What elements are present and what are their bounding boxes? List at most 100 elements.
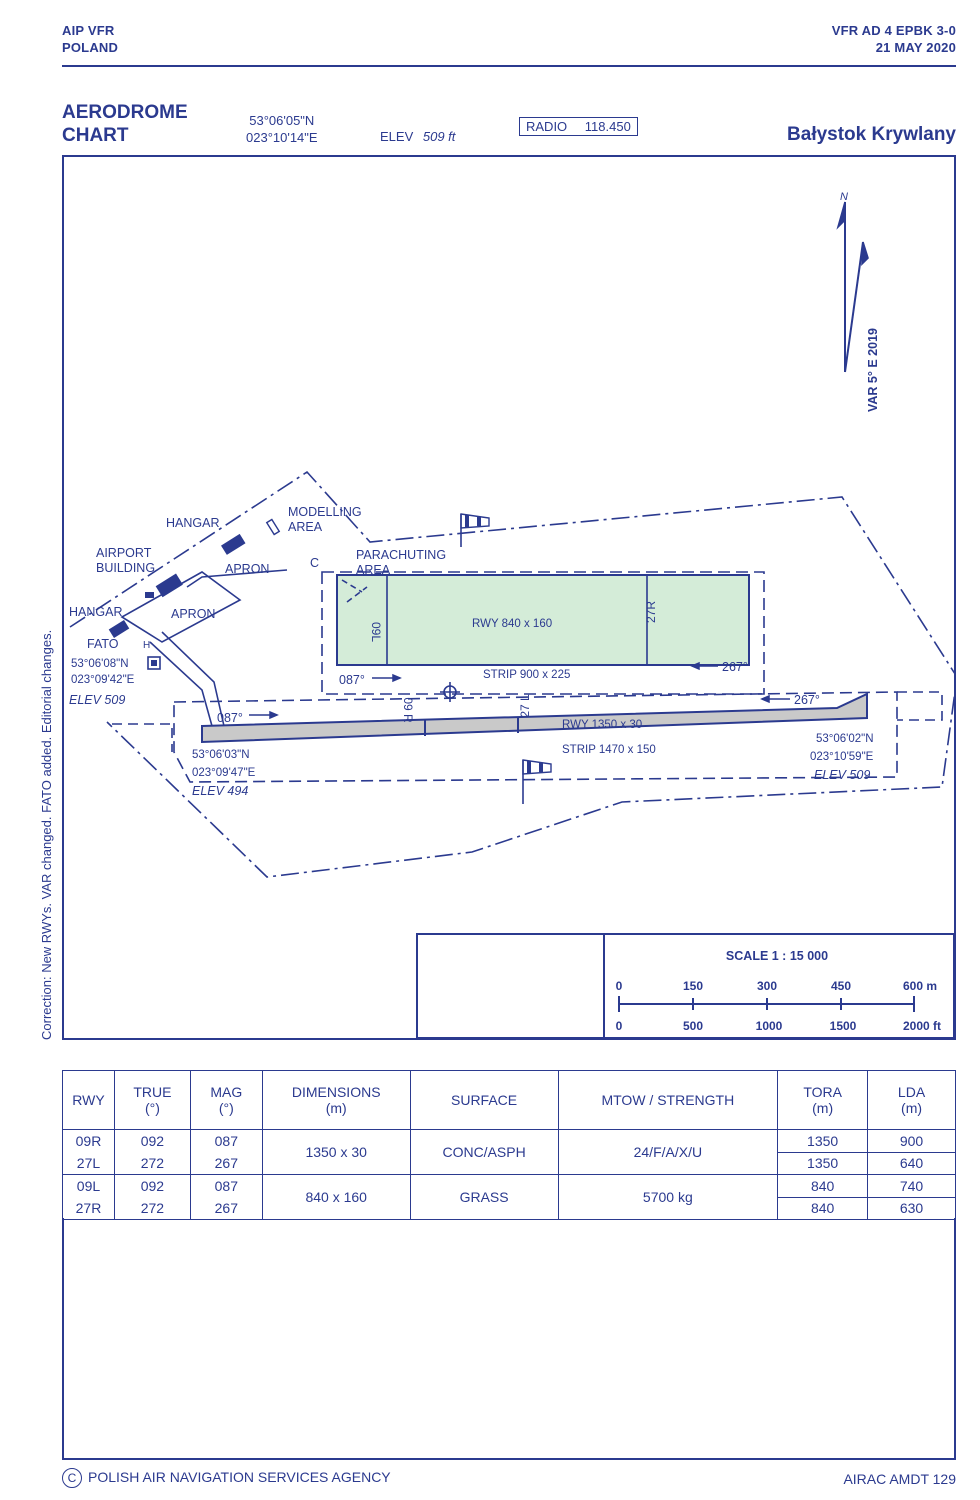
label-west-lon: 023°09'47"E	[192, 767, 256, 779]
cell-surface: GRASS	[409, 1174, 559, 1220]
arp-lon: 023°10'14"E	[246, 130, 318, 145]
label-modelling-1: MODELLING	[288, 505, 362, 519]
scale-ft-500: 500	[683, 1019, 703, 1033]
cell-tora: 1350	[777, 1129, 869, 1153]
label-c-mark: C	[310, 556, 319, 570]
chart-title-line2: CHART	[62, 125, 129, 146]
true-north-head	[836, 201, 846, 230]
label-apron-west: APRON	[171, 607, 215, 621]
header-date: 21 MAY 2020	[875, 40, 956, 55]
scale-title: SCALE 1 : 15 000	[726, 949, 828, 963]
apron-north-edge	[186, 569, 288, 588]
grass-runway-marks	[341, 579, 368, 603]
fato-center	[151, 660, 157, 666]
windsock-north	[460, 513, 490, 547]
mag-north-head	[861, 241, 869, 267]
label-variation: VAR 5° E 2019	[866, 328, 880, 412]
label-hdg-087-grass: 087°	[339, 673, 365, 687]
label-rwy-27r: 27R	[644, 601, 658, 623]
paved-strip	[173, 691, 898, 783]
radio-box: RADIO 118.450	[519, 117, 638, 136]
table-row: 1350 640	[63, 1151, 956, 1175]
chart-title-line1: AERODROME	[62, 102, 188, 123]
scale-ft-labels: 0 500 1000 1500 2000 ft	[616, 1019, 941, 1033]
label-rwy-27l: 27 L	[518, 694, 532, 718]
th-mtow: MTOW / STRENGTH	[557, 1070, 779, 1130]
scale-ft-2000: 2000 ft	[903, 1019, 941, 1033]
label-apron-north: APRON	[225, 562, 269, 576]
cell-surface: CONC/ASPH	[409, 1129, 559, 1175]
modelling-structure	[265, 518, 281, 536]
heading-arrows	[249, 661, 790, 720]
scale-m-300: 300	[757, 979, 777, 993]
elev-value: 509 ft	[422, 129, 456, 144]
elev-label: ELEV	[380, 129, 414, 144]
scale-ft-1500: 1500	[830, 1019, 857, 1033]
paved-runway	[201, 692, 868, 744]
label-hangar-west: HANGAR	[69, 605, 122, 619]
windsock-south	[522, 759, 552, 804]
chart-title: AERODROME CHART	[62, 101, 188, 147]
agency-name: POLISH AIR NAVIGATION SERVICES AGENCY	[88, 1469, 391, 1485]
scale-ft-1000: 1000	[756, 1019, 783, 1033]
label-paved-rwy: RWY 1350 x 30	[562, 719, 642, 731]
cell-tora: 840	[777, 1196, 869, 1220]
label-east-lon: 023°10'59"E	[810, 751, 874, 763]
cell-mtow: 24/F/A/X/U	[557, 1129, 779, 1175]
label-fato-lat: 53°06'08"N	[71, 658, 129, 670]
mag-north-line	[844, 241, 864, 373]
label-parachuting-1: PARACHUTING	[356, 548, 446, 562]
scale-m-0: 0	[616, 979, 623, 993]
correction-note: Correction: New RWYs. VAR changed. FATO …	[39, 629, 54, 1040]
cell-tora: 1350	[777, 1151, 869, 1175]
label-east-elev: ELEV 509	[814, 768, 870, 782]
radio-label: RADIO	[526, 119, 568, 134]
airport-building-annex	[145, 592, 154, 598]
cell-mtow: 5700 kg	[557, 1174, 779, 1220]
header-rule	[62, 65, 956, 67]
runway-table: RWY TRUE(°) MAG(°) DIMENSIONS(m) SURFACE…	[62, 1070, 956, 1220]
scale-bar	[618, 996, 915, 1012]
label-rwy-09l: 09L	[369, 622, 383, 642]
th-rwy: RWY	[62, 1070, 115, 1130]
label-grass-rwy: RWY 840 x 160	[472, 618, 552, 630]
label-east-lat: 53°06'02"N	[816, 733, 874, 745]
th-lda: LDA(m)	[867, 1070, 956, 1130]
scale-m-150: 150	[683, 979, 703, 993]
label-parachuting-2: AREA	[356, 563, 391, 577]
th-dimensions: DIMENSIONS(m)	[261, 1070, 411, 1130]
taxiway-main	[149, 631, 225, 727]
runway-table-header: RWY TRUE(°) MAG(°) DIMENSIONS(m) SURFACE…	[62, 1070, 956, 1130]
taxiway-dashed-west	[112, 723, 173, 752]
label-north: N	[840, 191, 848, 203]
legend-blank-box	[416, 933, 605, 1038]
taxiway-dashed-east	[897, 691, 943, 721]
label-hdg-087-paved: 087°	[217, 711, 243, 725]
scale-box	[603, 933, 954, 1038]
arp-lat: 53°06'05"N	[249, 113, 315, 128]
cell-dimensions: 840 x 160	[261, 1174, 411, 1220]
header-left: AIP VFR POLAND	[62, 22, 118, 56]
cell-tora: 840	[777, 1174, 869, 1198]
label-strip-paved: STRIP 1470 x 150	[562, 744, 656, 756]
arp-coords: 53°06'05"N 023°10'14"E	[246, 112, 318, 146]
th-tora: TORA(m)	[777, 1070, 869, 1130]
header-right: VFR AD 4 EPBK 3-0 21 MAY 2020	[832, 22, 956, 56]
grass-runway	[336, 574, 750, 666]
airport-building	[155, 573, 183, 598]
fato-square	[147, 656, 161, 670]
label-modelling-2: AREA	[288, 520, 323, 534]
label-hdg-267-grass: 267°	[722, 660, 748, 674]
label-west-elev: ELEV 494	[192, 784, 248, 798]
label-hangar-north: HANGAR	[166, 516, 219, 530]
th-surface: SURFACE	[409, 1070, 559, 1130]
grass-strip	[321, 571, 765, 695]
scale-m-labels: 0 150 300 450 600 m	[616, 979, 937, 993]
chart-svg: HANGAR MODELLING AREA AIRPORT BUILDING A…	[69, 191, 954, 1038]
